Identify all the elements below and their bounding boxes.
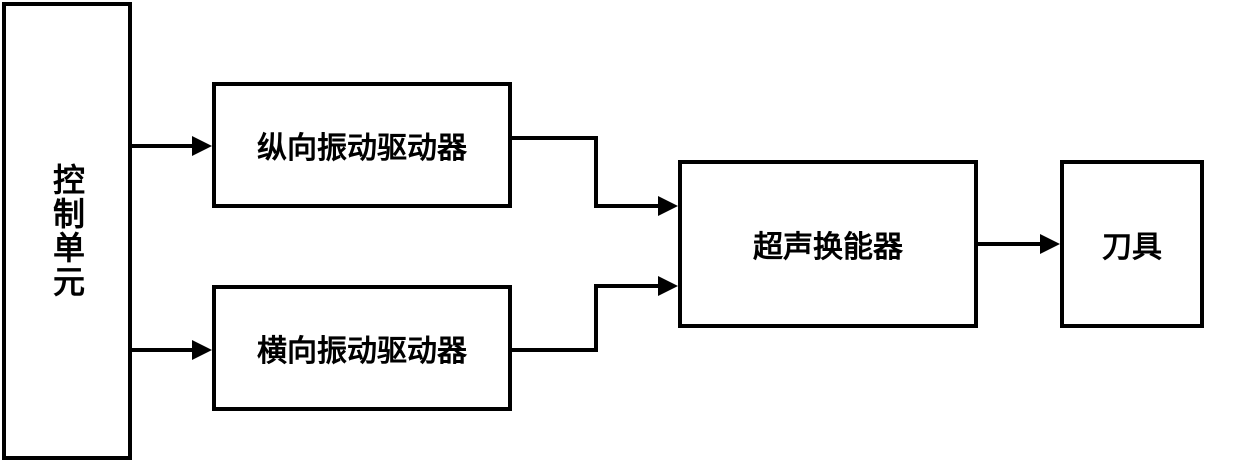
edge-transverse-to-transducer: [512, 276, 678, 350]
arrowhead-icon: [192, 340, 212, 360]
tool-label: 刀具: [1102, 222, 1162, 266]
longitudinal-vibration-driver-box: 纵向振动驱动器: [212, 82, 512, 208]
edge-transducer-to-tool: [978, 234, 1060, 254]
longitudinal-vibration-driver-label: 纵向振动驱动器: [257, 123, 467, 167]
arrowhead-icon: [1040, 234, 1060, 254]
arrowhead-icon: [192, 136, 212, 156]
control-unit-box: 控制单元: [2, 2, 132, 460]
tool-box: 刀具: [1060, 160, 1204, 328]
arrowhead-icon: [658, 276, 678, 296]
arrowhead-icon: [658, 196, 678, 216]
control-unit-label: 控制单元: [51, 163, 83, 299]
transverse-vibration-driver-label: 横向振动驱动器: [257, 326, 467, 370]
transverse-vibration-driver-box: 横向振动驱动器: [212, 285, 512, 411]
edge-longitudinal-to-transducer: [512, 138, 678, 216]
ultrasonic-transducer-box: 超声换能器: [678, 160, 978, 328]
edge-control-to-longitudinal: [132, 136, 212, 156]
ultrasonic-transducer-label: 超声换能器: [753, 222, 903, 266]
edge-control-to-transverse: [132, 340, 212, 360]
